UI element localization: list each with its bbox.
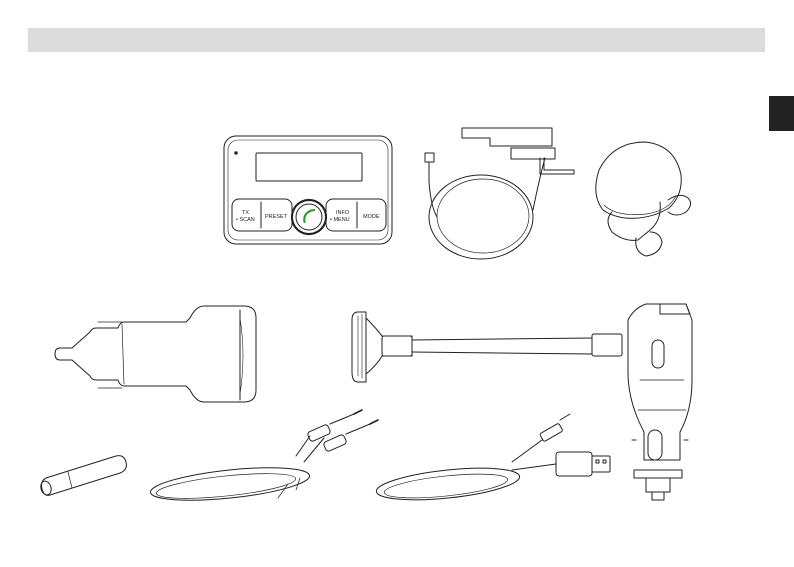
magnetic-mount <box>596 142 691 256</box>
info-button-label-top: INFO <box>336 210 350 216</box>
tx-button-label-top: TX <box>242 210 249 216</box>
battery <box>39 456 126 497</box>
phone-icon <box>304 210 314 222</box>
car-charger <box>55 306 256 402</box>
gooseneck-mount <box>352 312 622 382</box>
control-knob <box>292 200 326 234</box>
transmitter-unit: TX • SCAN PRESET INFO • MENU MODE <box>224 136 392 244</box>
lighter-socket-mount <box>628 304 692 500</box>
aux-cable <box>149 410 378 506</box>
info-button-label-bottom: • MENU <box>330 217 350 223</box>
display-screen <box>256 153 362 181</box>
usb-cable <box>375 414 610 505</box>
preset-button-label: PRESET <box>265 214 288 220</box>
tx-button-label-bottom: • SCAN <box>236 217 255 223</box>
mode-button-label: MODE <box>363 214 380 220</box>
antenna-cable <box>425 128 574 259</box>
